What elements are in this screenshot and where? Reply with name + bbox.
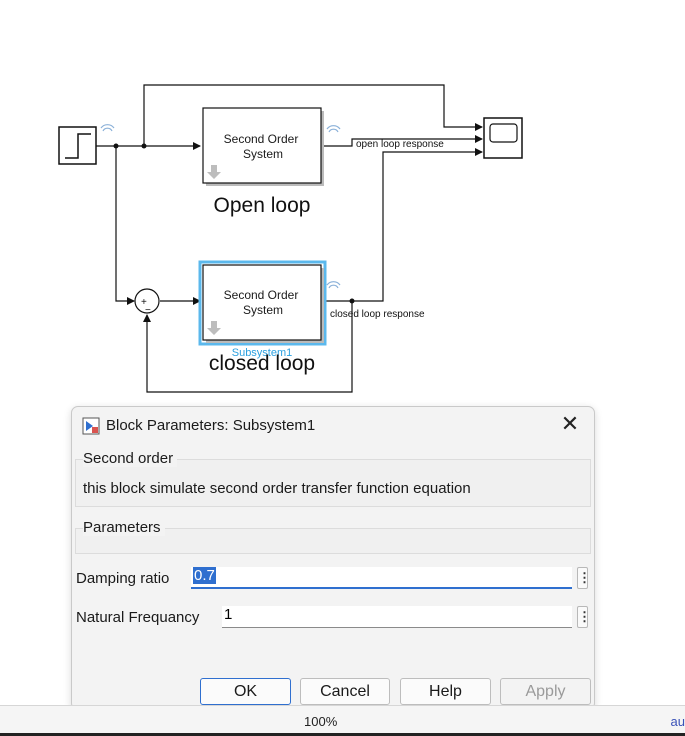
closed-loop-signal-label[interactable]: closed loop response	[330, 309, 425, 320]
branch-point	[141, 143, 147, 149]
ok-button[interactable]: OK	[200, 678, 291, 705]
scope-block[interactable]	[483, 117, 523, 159]
zoom-level[interactable]: 100%	[304, 714, 338, 729]
cancel-button[interactable]: Cancel	[300, 678, 390, 705]
block-label: Second Order	[224, 288, 299, 302]
branch-point	[113, 143, 119, 149]
open-loop-signal-label[interactable]: open loop response	[356, 139, 444, 150]
open-loop-annotation: Open loop	[214, 194, 311, 217]
simulink-block-icon	[82, 417, 100, 435]
natural-frequency-value: 1	[224, 606, 233, 623]
second-order-block-open[interactable]: Second Order System	[202, 107, 324, 186]
damping-ratio-menu-icon[interactable]: ⋮	[577, 567, 591, 589]
signal-logging-icon	[100, 124, 115, 132]
damping-ratio-value: 0.7	[193, 567, 216, 584]
status-right-text: au	[670, 714, 685, 729]
apply-button[interactable]: Apply	[500, 678, 591, 705]
natural-frequency-input[interactable]: 1	[222, 606, 572, 628]
subsystem1-block[interactable]: Second Order System	[198, 260, 327, 346]
down-arrow-icon	[207, 321, 221, 335]
block-label: System	[243, 147, 283, 161]
help-button[interactable]: Help	[400, 678, 491, 705]
sum-plus-sign: +	[141, 297, 147, 308]
down-arrow-icon	[207, 165, 221, 179]
sum-minus-sign: −	[145, 305, 151, 316]
description-group-title: Second order	[83, 450, 178, 467]
natural-frequency-menu-icon[interactable]: ⋮	[577, 606, 591, 628]
natural-frequency-label: Natural Frequancy	[76, 609, 200, 626]
block-label: System	[243, 303, 283, 317]
status-bar: 100% au	[0, 705, 685, 734]
model-canvas[interactable]: Second Order System Open loop open loop …	[0, 0, 685, 405]
dialog-title: Block Parameters: Subsystem1	[106, 417, 316, 434]
subsystem-name-label[interactable]: Subsystem1	[232, 347, 293, 359]
damping-ratio-label: Damping ratio	[76, 570, 170, 587]
close-icon[interactable]: ✕	[560, 411, 580, 436]
branch-point	[349, 298, 355, 304]
step-block[interactable]	[58, 126, 97, 165]
signal-lines	[96, 84, 483, 393]
block-label: Second Order	[224, 132, 299, 146]
closed-loop-annotation: closed loop	[209, 352, 315, 375]
damping-ratio-input[interactable]: 0.7	[191, 567, 572, 589]
parameters-group-title: Parameters	[83, 519, 165, 536]
signal-logging-icon	[326, 281, 341, 289]
window-bottom-edge	[0, 733, 685, 736]
signal-logging-icon	[326, 125, 341, 133]
sum-block[interactable]: + −	[134, 288, 160, 316]
description-group	[75, 459, 591, 507]
block-description: this block simulate second order transfe…	[83, 480, 471, 497]
block-parameters-dialog: Block Parameters: Subsystem1 ✕ Second or…	[71, 406, 595, 710]
